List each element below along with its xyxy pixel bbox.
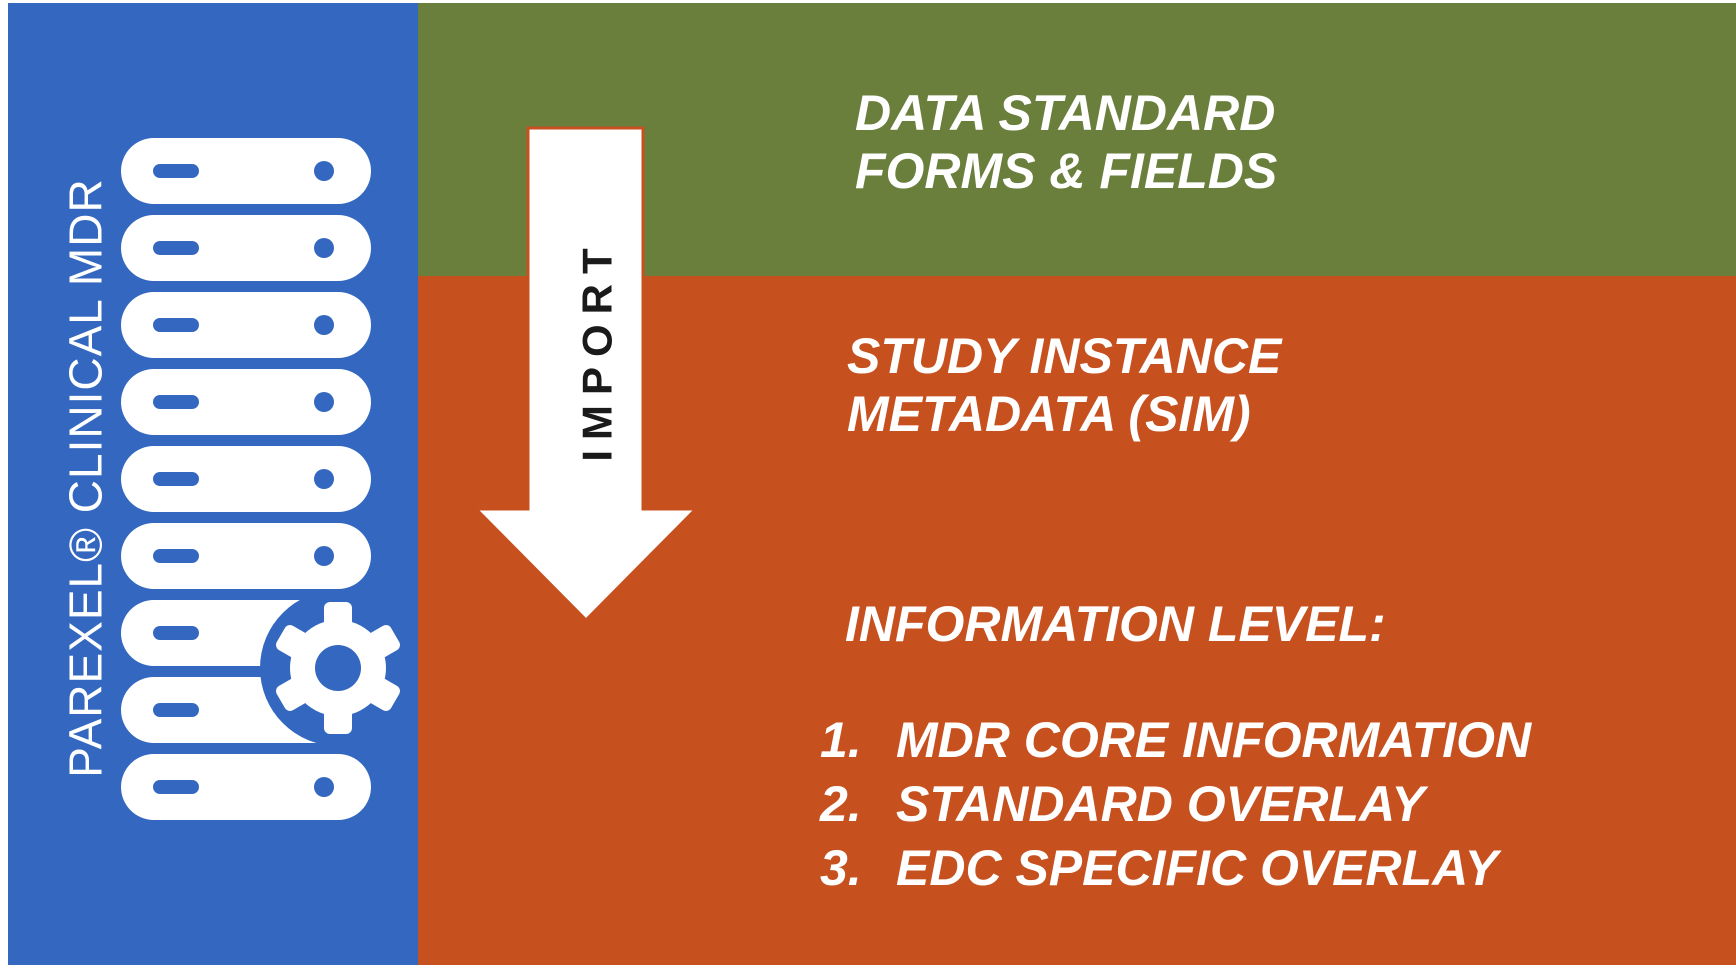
server-unit-icon [121,369,371,435]
server-unit-icon [121,754,371,820]
server-unit-icon [121,215,371,281]
info-level-heading: INFORMATION LEVEL: [845,596,1386,652]
server-unit-icon [121,138,371,204]
import-label-container: IMPORT [568,220,628,480]
sim-line2: METADATA (SIM) [847,386,1251,442]
list-item-label: EDC SPECIFIC OVERLAY [896,840,1498,896]
server-unit-icon [121,446,371,512]
import-label: IMPORT [574,238,622,462]
list-item-number: 1. [820,712,862,768]
data-standard-line1: DATA STANDARD [855,85,1276,141]
data-standard-title: DATA STANDARD FORMS & FIELDS [855,84,1277,200]
gear-icon [260,590,416,746]
list-item-number: 2. [820,776,862,832]
list-item-number: 3. [820,840,862,896]
list-item-label: MDR CORE INFORMATION [896,712,1532,768]
sim-line1: STUDY INSTANCE [847,328,1282,384]
list-item-label: STANDARD OVERLAY [896,776,1425,832]
server-unit-icon [121,292,371,358]
server-unit-icon [121,523,371,589]
data-standard-line2: FORMS & FIELDS [855,143,1278,199]
import-arrow [472,126,700,623]
sim-title: STUDY INSTANCE METADATA (SIM) [847,327,1281,443]
